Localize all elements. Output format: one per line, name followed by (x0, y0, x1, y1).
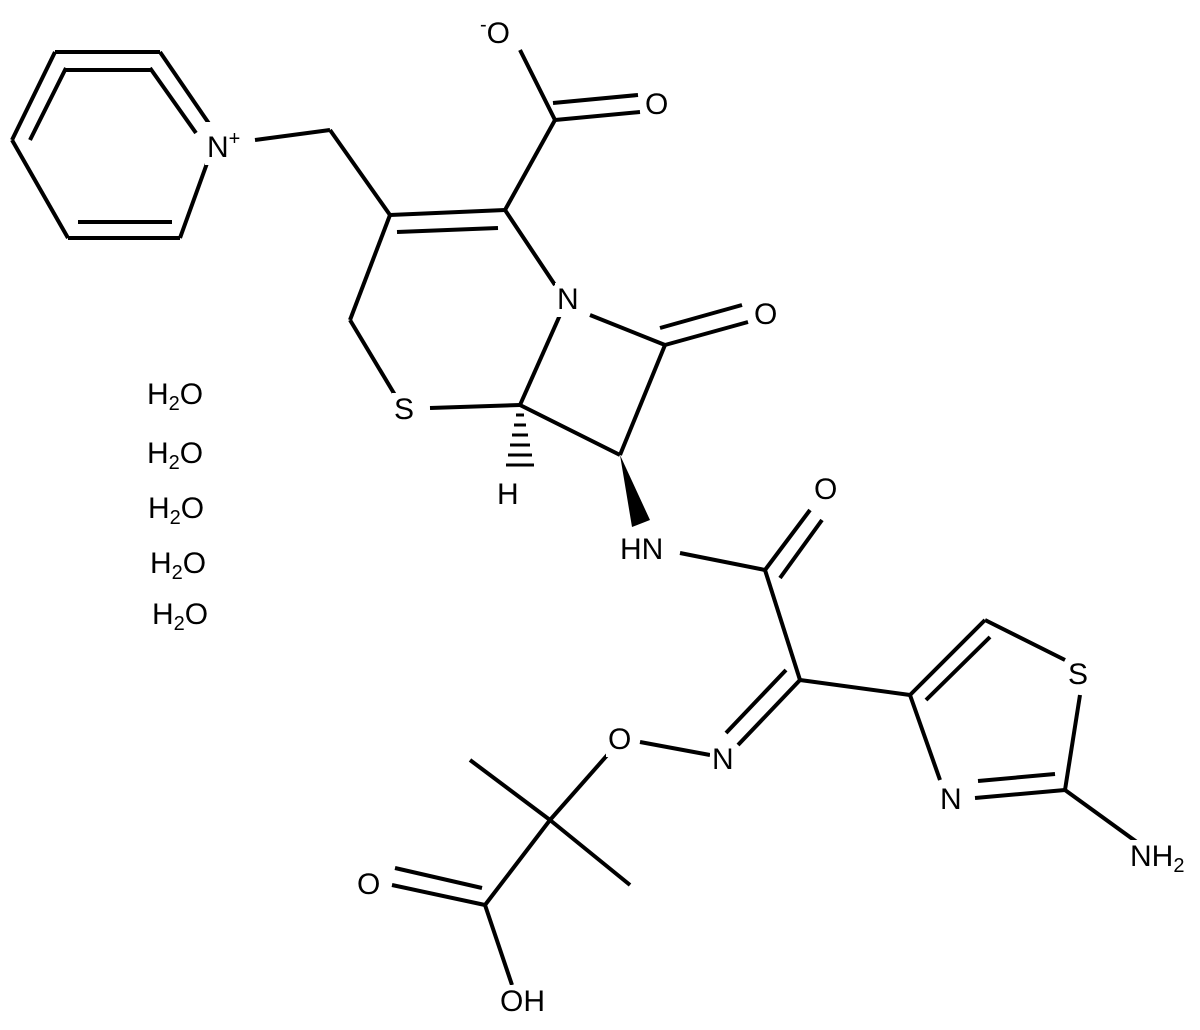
atom-acid-oh: OH (498, 985, 547, 1019)
atom-lactam-n: N (555, 283, 581, 317)
water-label: H2O (145, 437, 206, 480)
hashed-stereo-bond (506, 413, 534, 467)
water-label: H2O (150, 598, 211, 641)
atom-thiazole-s: S (1066, 658, 1091, 692)
atom-amine: NH2 (1128, 840, 1187, 883)
water-label: H2O (145, 378, 206, 421)
water-label: H2O (146, 492, 207, 535)
atom-thiazole-n: N (938, 783, 964, 817)
atom-carboxylate-o-minus: -O (478, 8, 513, 51)
atom-carboxylate-o: O (643, 88, 671, 122)
cephem-core (254, 49, 749, 527)
atom-acid-o: O (355, 868, 383, 902)
side-chain (391, 508, 911, 986)
pyridinium-ring (10, 50, 212, 240)
atom-pyridinium-n: N+ (205, 122, 243, 165)
atom-ring-s: S (392, 393, 417, 427)
atom-amide-nh: HN (618, 533, 666, 567)
thiazole-ring (908, 618, 1147, 850)
atom-lactam-o: O (752, 298, 780, 332)
water-label: H2O (148, 547, 209, 590)
wedge-stereo-bond (620, 455, 650, 527)
atom-oxime-o: O (606, 723, 634, 757)
atom-oxime-n: N (710, 743, 736, 777)
atom-stereo-h: H (495, 478, 521, 512)
atom-amide-o: O (812, 473, 840, 507)
